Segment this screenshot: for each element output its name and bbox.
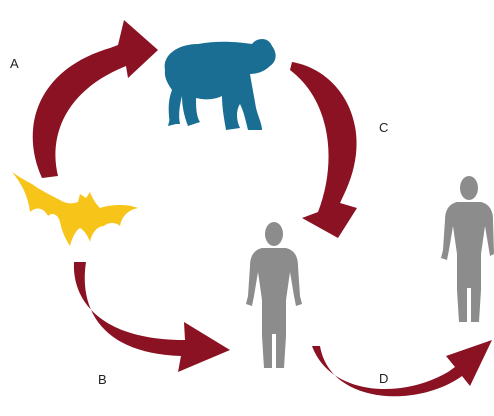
- chimpanzee-icon: [165, 39, 276, 130]
- arrow-d: [312, 340, 492, 396]
- arrow-a: [33, 20, 158, 178]
- label-c-text: C: [379, 120, 388, 135]
- arrow-c: [290, 62, 357, 238]
- label-c: C: [379, 120, 388, 135]
- human-icon-center: [246, 222, 302, 368]
- label-d: D: [379, 371, 388, 386]
- label-b: B: [98, 372, 107, 387]
- label-a: A: [10, 56, 19, 71]
- label-a-text: A: [10, 56, 19, 71]
- label-d-text: D: [379, 371, 388, 386]
- human-icon-right: [441, 176, 494, 322]
- bat-icon: [12, 172, 138, 246]
- arrow-b: [74, 262, 230, 372]
- label-b-text: B: [98, 372, 107, 387]
